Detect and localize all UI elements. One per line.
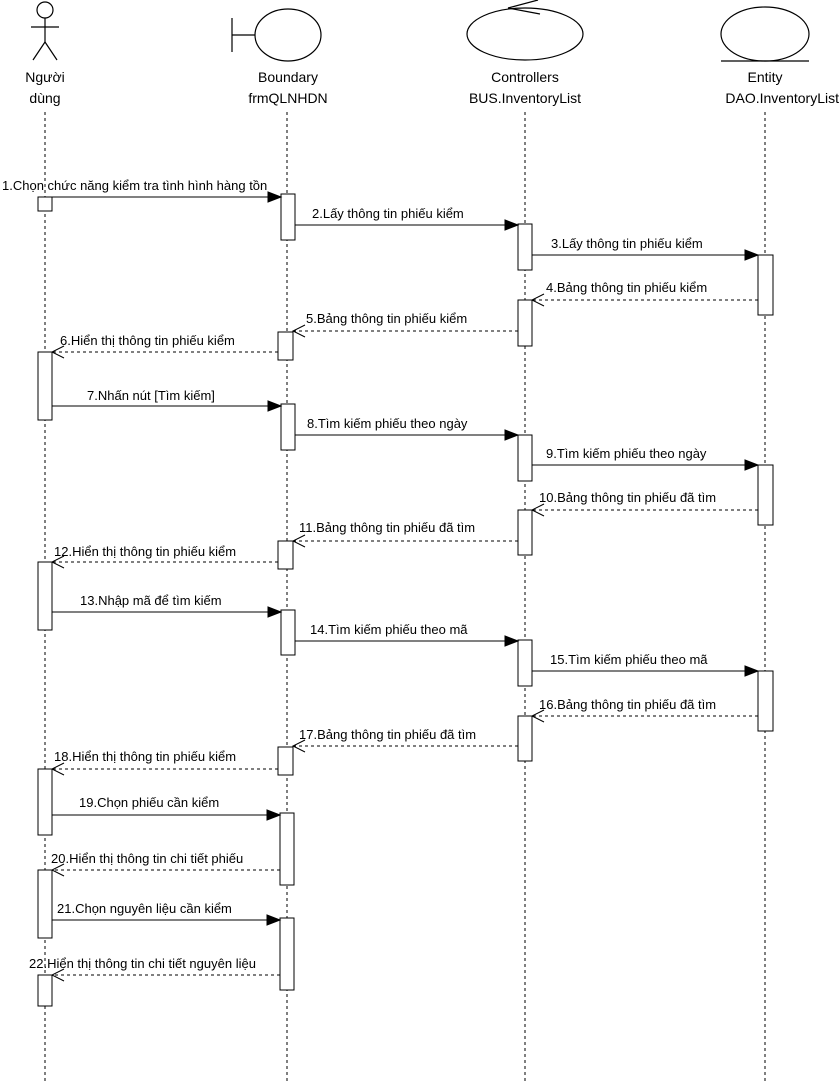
message-8-label: 8.Tìm kiếm phiếu theo ngày bbox=[307, 416, 468, 431]
message-12-label: 12.Hiển thị thông tin phiếu kiểm bbox=[54, 544, 236, 559]
message-3-label: 3.Lấy thông tin phiếu kiểm bbox=[551, 236, 703, 251]
activation-controller bbox=[517, 223, 533, 271]
message-18-arrow bbox=[50, 762, 278, 776]
message-4-label: 4.Bảng thông tin phiếu kiểm bbox=[546, 280, 707, 295]
message-19-arrow bbox=[52, 809, 282, 821]
message-7-arrow bbox=[52, 400, 283, 412]
activation-user bbox=[37, 869, 53, 939]
activation-boundary bbox=[277, 331, 294, 361]
message-20-arrow bbox=[50, 863, 280, 877]
entity-icon bbox=[720, 6, 810, 62]
activation-controller bbox=[517, 715, 533, 762]
participant-entity-stereotype: Entity bbox=[747, 69, 782, 85]
message-12-arrow bbox=[50, 555, 278, 569]
message-6-arrow bbox=[50, 345, 278, 359]
message-16-label: 16.Bảng thông tin phiếu đã tìm bbox=[539, 697, 716, 712]
message-7-label: 7.Nhấn nút [Tìm kiếm] bbox=[87, 388, 215, 403]
message-3-arrow bbox=[532, 249, 760, 261]
activation-user bbox=[37, 768, 53, 836]
message-22-label: 22.Hiển thị thông tin chi tiết nguyên li… bbox=[29, 956, 256, 971]
activation-boundary bbox=[279, 917, 295, 991]
activation-controller bbox=[517, 434, 533, 482]
message-labels: 1.Chọn chức năng kiểm tra tình hình hàng… bbox=[2, 178, 716, 971]
message-21-arrow bbox=[52, 914, 282, 926]
activation-user bbox=[37, 196, 53, 212]
message-16-arrow bbox=[530, 709, 758, 723]
message-14-label: 14.Tìm kiếm phiếu theo mã bbox=[310, 622, 468, 637]
activation-boundary bbox=[277, 746, 294, 776]
message-10-label: 10.Bảng thông tin phiếu đã tìm bbox=[539, 490, 716, 505]
activation-user bbox=[37, 351, 53, 421]
participant-user-name-line1: Người bbox=[25, 69, 65, 85]
activations bbox=[37, 193, 774, 1007]
participant-user-name-line2: dùng bbox=[29, 90, 60, 106]
activation-boundary bbox=[280, 403, 296, 451]
message-1-label: 1.Chọn chức năng kiểm tra tình hình hàng… bbox=[2, 178, 267, 193]
message-10-arrow bbox=[530, 503, 758, 517]
message-5-arrow bbox=[291, 324, 518, 338]
message-11-arrow bbox=[291, 534, 518, 548]
message-9-label: 9.Tìm kiếm phiếu theo ngày bbox=[546, 446, 707, 461]
message-8-arrow bbox=[295, 429, 520, 441]
message-13-arrow bbox=[52, 606, 283, 618]
participant-controller-stereotype: Controllers bbox=[491, 69, 559, 85]
message-5-label: 5.Bảng thông tin phiếu kiểm bbox=[306, 311, 467, 326]
message-22-arrow bbox=[50, 968, 280, 982]
message-17-arrow bbox=[291, 739, 518, 753]
message-19-label: 19.Chọn phiếu cần kiểm bbox=[79, 795, 219, 810]
activation-controller bbox=[517, 299, 533, 347]
message-21-label: 21.Chọn nguyên liệu cần kiểm bbox=[57, 901, 232, 916]
participant-controller-name: BUS.InventoryList bbox=[469, 90, 581, 106]
activation-controller bbox=[517, 509, 533, 556]
message-13-label: 13.Nhập mã để tìm kiếm bbox=[80, 593, 222, 608]
message-9-arrow bbox=[532, 459, 760, 471]
activation-controller bbox=[517, 639, 533, 687]
activation-user bbox=[37, 561, 53, 631]
message-4-arrow bbox=[530, 293, 758, 307]
activation-entity bbox=[757, 670, 774, 732]
activation-entity bbox=[757, 464, 774, 526]
message-arrows bbox=[50, 191, 760, 982]
activation-boundary bbox=[279, 812, 295, 886]
participant-boundary-name: frmQLNHDN bbox=[248, 90, 327, 106]
message-11-label: 11.Bảng thông tin phiếu đã tìm bbox=[299, 520, 475, 535]
message-15-arrow bbox=[532, 665, 760, 677]
boundary-icon bbox=[231, 8, 322, 62]
activation-boundary bbox=[280, 193, 296, 241]
message-2-arrow bbox=[295, 219, 520, 231]
activation-boundary bbox=[277, 540, 294, 570]
message-20-label: 20.Hiển thị thông tin chi tiết phiếu bbox=[51, 851, 243, 866]
activation-boundary bbox=[280, 609, 296, 656]
message-18-label: 18.Hiển thị thông tin phiếu kiểm bbox=[54, 749, 236, 764]
participant-entity-name: DAO.InventoryList bbox=[725, 90, 839, 106]
control-icon bbox=[466, 0, 584, 61]
participant-boundary-stereotype: Boundary bbox=[258, 69, 318, 85]
message-6-label: 6.Hiển thị thông tin phiếu kiểm bbox=[60, 333, 235, 348]
message-1-arrow bbox=[52, 191, 283, 203]
message-15-label: 15.Tìm kiếm phiếu theo mã bbox=[550, 652, 708, 667]
activation-user bbox=[37, 974, 53, 1007]
message-17-label: 17.Bảng thông tin phiếu đã tìm bbox=[299, 727, 476, 742]
message-14-arrow bbox=[295, 635, 520, 647]
activation-entity bbox=[757, 254, 774, 316]
message-2-label: 2.Lấy thông tin phiếu kiểm bbox=[312, 206, 464, 221]
actor-icon bbox=[31, 1, 59, 61]
